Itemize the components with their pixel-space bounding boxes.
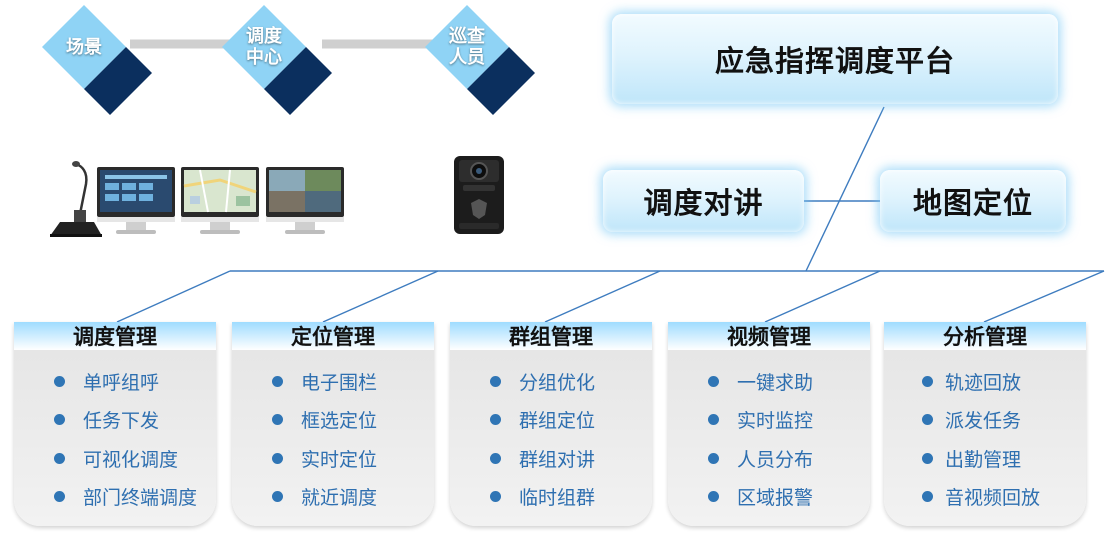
cube-scene-shape (42, 5, 152, 115)
bullet-icon (272, 452, 283, 464)
card-video-management: 视频管理 一键求助 实时监控 人员分布 区域报警 (668, 322, 870, 526)
list-item: 区域报警 (668, 478, 870, 517)
bullet-icon (922, 491, 933, 503)
list-item: 单呼组呼 (14, 362, 216, 401)
card-dispatch-management: 调度管理 单呼组呼 任务下发 可视化调度 部门终端调度 (14, 322, 216, 526)
list-item: 一键求助 (668, 362, 870, 401)
card-location-management: 定位管理 电子围栏 框选定位 实时定位 就近调度 (232, 322, 434, 526)
list-item-label: 出勤管理 (945, 448, 1022, 471)
microphone-icon (50, 161, 102, 237)
cube-scene: 场景 (42, 5, 162, 125)
list-item-label: 人员分布 (737, 448, 814, 471)
branch-1 (116, 270, 231, 323)
list-item: 分组优化 (450, 362, 652, 401)
bullet-icon (490, 375, 501, 387)
card-item-list: 分组优化 群组定位 群组对讲 临时组群 (450, 362, 652, 516)
branch-4 (764, 270, 881, 323)
cube-patrol-shape (425, 5, 535, 115)
card-title: 群组管理 (450, 322, 652, 350)
list-item: 临时组群 (450, 478, 652, 517)
list-item-label: 分组优化 (519, 371, 596, 394)
bullet-icon (708, 414, 719, 426)
bullet-icon (272, 491, 283, 503)
list-item: 群组对讲 (450, 439, 652, 478)
bullet-icon (922, 375, 933, 387)
cube-patrol-staff: 巡查 人员 (425, 5, 545, 125)
card-item-list: 轨迹回放 派发任务 出勤管理 音视频回放 (884, 362, 1086, 516)
bullet-icon (54, 414, 65, 426)
list-item-label: 部门终端调度 (83, 487, 198, 510)
bullet-icon (922, 414, 933, 426)
list-item: 派发任务 (884, 401, 1086, 440)
cube-scene-label: 场景 (66, 36, 102, 58)
list-item: 部门终端调度 (14, 478, 216, 517)
branch-5 (983, 270, 1105, 323)
list-item: 实时定位 (232, 439, 434, 478)
list-item: 框选定位 (232, 401, 434, 440)
bullet-icon (54, 452, 65, 464)
bullet-icon (922, 452, 933, 464)
list-item-label: 任务下发 (83, 410, 160, 433)
list-item: 群组定位 (450, 401, 652, 440)
body-camera-icon (454, 156, 504, 234)
card-item-list: 一键求助 实时监控 人员分布 区域报警 (668, 362, 870, 516)
list-item-label: 单呼组呼 (83, 371, 160, 394)
card-analysis-management: 分析管理 轨迹回放 派发任务 出勤管理 音视频回放 (884, 322, 1086, 526)
list-item-label: 电子围栏 (301, 371, 378, 394)
platform-trunk (805, 106, 885, 272)
list-item-label: 框选定位 (301, 410, 378, 433)
card-group-management: 群组管理 分组优化 群组定位 群组对讲 临时组群 (450, 322, 652, 526)
list-item-label: 实时定位 (301, 448, 378, 471)
monitor-icon (97, 167, 175, 234)
map-monitor-icon (181, 167, 259, 234)
list-item-label: 临时组群 (519, 487, 596, 510)
card-title: 调度管理 (14, 322, 216, 350)
list-item-label: 实时监控 (737, 410, 814, 433)
card-title: 定位管理 (232, 322, 434, 350)
bullet-icon (54, 375, 65, 387)
list-item: 就近调度 (232, 478, 434, 517)
list-item-label: 区域报警 (737, 487, 814, 510)
card-item-list: 单呼组呼 任务下发 可视化调度 部门终端调度 (14, 362, 216, 516)
list-item-label: 一键求助 (737, 371, 814, 394)
bullet-icon (272, 375, 283, 387)
branch-2 (322, 270, 439, 323)
list-item: 人员分布 (668, 439, 870, 478)
cube-dispatch-label: 调度 中心 (246, 26, 282, 68)
card-title: 视频管理 (668, 322, 870, 350)
bullet-icon (490, 491, 501, 503)
cube-dispatch-shape (222, 5, 332, 115)
cube-dispatch-center: 调度 中心 (222, 5, 342, 125)
list-item: 可视化调度 (14, 439, 216, 478)
bullet-icon (490, 414, 501, 426)
list-item: 音视频回放 (884, 478, 1086, 517)
bullet-icon (272, 414, 283, 426)
cube-patrol-label: 巡查 人员 (449, 26, 485, 68)
card-item-list: 电子围栏 框选定位 实时定位 就近调度 (232, 362, 434, 516)
list-item-label: 可视化调度 (83, 448, 179, 471)
bullet-icon (490, 452, 501, 464)
camera-monitor-icon (266, 167, 344, 234)
module-intercom: 调度对讲 (603, 170, 804, 232)
list-item: 轨迹回放 (884, 362, 1086, 401)
list-item: 任务下发 (14, 401, 216, 440)
branch-3 (544, 270, 661, 323)
bullet-icon (708, 491, 719, 503)
list-item-label: 派发任务 (945, 410, 1022, 433)
bullet-icon (708, 452, 719, 464)
list-item: 出勤管理 (884, 439, 1086, 478)
list-item-label: 轨迹回放 (945, 371, 1022, 394)
bullet-icon (708, 375, 719, 387)
list-item: 实时监控 (668, 401, 870, 440)
platform-title: 应急指挥调度平台 (612, 14, 1058, 104)
module-map-location: 地图定位 (880, 170, 1066, 232)
list-item-label: 群组定位 (519, 410, 596, 433)
list-item-label: 音视频回放 (945, 487, 1041, 510)
card-title: 分析管理 (884, 322, 1086, 350)
list-item-label: 群组对讲 (519, 448, 596, 471)
list-item-label: 就近调度 (301, 487, 378, 510)
bullet-icon (54, 491, 65, 503)
list-item: 电子围栏 (232, 362, 434, 401)
